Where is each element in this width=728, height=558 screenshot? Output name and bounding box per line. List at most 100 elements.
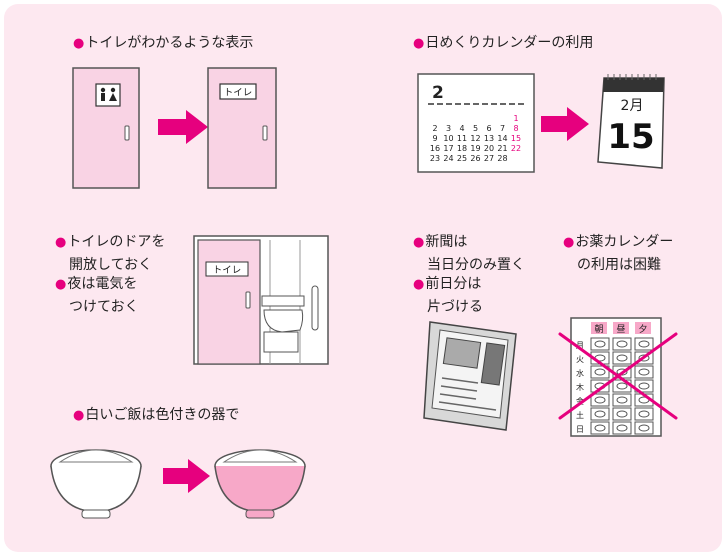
pill-header-bg [635, 322, 651, 334]
calendar-day: 14 [497, 134, 507, 143]
calendar-day: 13 [484, 134, 494, 143]
calendar-day: 25 [457, 154, 467, 163]
pill-header: 夕 [638, 323, 647, 335]
calendar-day: 12 [470, 134, 480, 143]
pill-icon [594, 424, 606, 432]
pill-icon [638, 382, 650, 390]
pill-icon [638, 424, 650, 432]
stall-sign-text: トイレ [213, 265, 242, 276]
pill-header: 朝 [594, 324, 603, 335]
pill-icon [594, 340, 606, 348]
calendar-day: 3 [446, 124, 451, 133]
door-with-pictogram [72, 67, 140, 189]
calendar-day: 23 [430, 154, 440, 163]
pill-pocket [634, 337, 654, 351]
calendar-day: 26 [470, 154, 480, 163]
calendar-day: 18 [457, 144, 467, 153]
pill-icon [616, 396, 628, 404]
pill-icon [638, 410, 650, 418]
calendar-day: 15 [511, 134, 521, 143]
arrow-right-icon [158, 110, 208, 144]
pill-day: 火 [576, 355, 584, 364]
toilet-pictogram-icon [100, 87, 117, 101]
pill-pocket [590, 393, 610, 407]
calendar-day: 19 [470, 144, 480, 153]
caption-old-papers: ●前日分は片づける [413, 276, 483, 315]
calendar-day: 9 [432, 134, 437, 143]
calendar-day: 24 [443, 154, 453, 163]
calendar-day: 10 [443, 134, 453, 143]
daily-calendar-day: 15 [607, 117, 654, 157]
pill-icon [616, 382, 628, 390]
calendar-day: 4 [459, 124, 464, 133]
caption-newspaper: ●新聞は当日分のみ置く [413, 234, 525, 273]
arrow-right-icon [163, 459, 210, 493]
pill-day: 土 [576, 410, 584, 420]
caption-medicine-calendar: ●お薬カレンダーの利用は困難 [563, 234, 674, 273]
pill-day: 月 [576, 341, 584, 350]
caption-night-light: ●夜は電気をつけておく [55, 276, 139, 315]
pill-pocket [612, 407, 632, 421]
pill-pocket [612, 337, 632, 351]
pill-day: 日 [576, 425, 584, 434]
calendar-day: 20 [484, 144, 494, 153]
pill-icon [594, 368, 606, 376]
pill-day: 水 [576, 368, 584, 378]
cross-mark-icon [558, 332, 678, 420]
white-rice-bowl [50, 449, 142, 519]
pill-pocket [590, 407, 610, 421]
pill-pocket [612, 393, 632, 407]
caption-calendar: ●日めくりカレンダーの利用 [413, 35, 594, 51]
pill-day: 木 [576, 382, 584, 392]
pill-pocket [612, 351, 632, 365]
pill-day: 金 [576, 396, 584, 406]
newspaper-icon [423, 321, 517, 431]
pill-pocket [590, 379, 610, 393]
calendar-day: 2 [432, 124, 437, 133]
pill-calendar: 朝昼夕月火水木金土日 [558, 317, 678, 437]
pill-pocket [590, 421, 610, 435]
calendar-day: 17 [443, 144, 453, 153]
calendar-day: 8 [513, 124, 518, 133]
calendar-day: 11 [457, 134, 467, 143]
pill-icon [616, 410, 628, 418]
toilet-sign-text: トイレ [224, 88, 253, 99]
door-with-text-sign: トイレ [207, 67, 277, 189]
calendar-day: 27 [484, 154, 494, 163]
pill-icon [616, 424, 628, 432]
pill-icon [638, 340, 650, 348]
pill-pocket [590, 365, 610, 379]
pill-icon [594, 396, 606, 404]
caption-door-open: ●トイレのドアを開放しておく [55, 234, 166, 273]
pill-pocket [612, 421, 632, 435]
arrow-right-icon [541, 107, 589, 141]
calendar-day: 16 [430, 144, 440, 153]
daily-calendar: 2月 15 [597, 74, 665, 169]
pill-icon [616, 354, 628, 362]
daily-calendar-month: 2月 [621, 98, 644, 114]
calendar-day: 28 [497, 154, 507, 163]
pink-rice-bowl [214, 449, 306, 519]
toilet-bowl-icon [261, 295, 305, 353]
calendar-day: 22 [511, 144, 521, 153]
calendar-day: 6 [486, 124, 491, 133]
calendar-day: 5 [473, 124, 478, 133]
pill-icon [616, 340, 628, 348]
caption-rice: ●白いご飯は色付きの器で [73, 407, 240, 423]
pill-pocket [634, 365, 654, 379]
pill-icon [638, 354, 650, 362]
pill-pocket [634, 421, 654, 435]
pill-header-bg [613, 322, 629, 334]
open-toilet-stall: トイレ [193, 235, 329, 365]
monthly-calendar-month: 2 [432, 83, 444, 103]
pill-icon [594, 410, 606, 418]
calendar-day: 21 [497, 144, 507, 153]
pill-pocket [590, 337, 610, 351]
pill-pocket [634, 379, 654, 393]
pill-icon [638, 368, 650, 376]
calendar-day: 1 [513, 114, 518, 123]
pill-header-bg [591, 322, 607, 334]
